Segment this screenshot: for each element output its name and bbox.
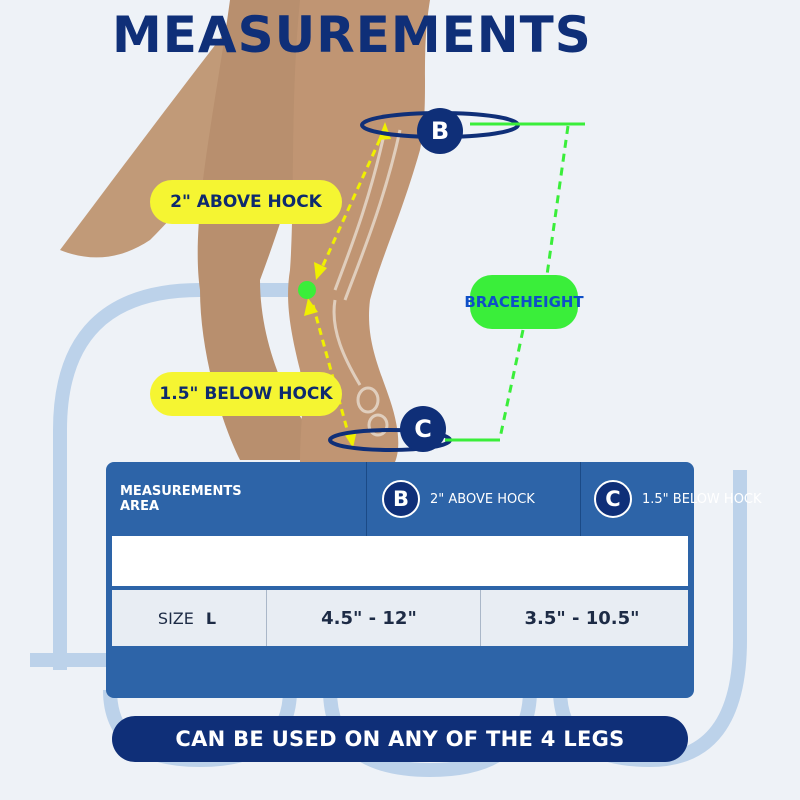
above-hock-label: 2" ABOVE HOCK — [150, 180, 342, 224]
header-area-line1: MEASUREMENTS — [120, 484, 242, 499]
c-range-cell: 3.5" - 10.5" — [524, 607, 640, 629]
header-c-text: 1.5" BELOW HOCK — [642, 491, 762, 507]
brace-height-bracket — [445, 122, 585, 442]
measurements-table: MEASUREMENTS AREA B 2" ABOVE HOCK C 1.5"… — [106, 462, 762, 698]
table-row-blank — [112, 536, 688, 586]
size-value: L — [205, 608, 217, 628]
page-title: MEASUREMENTS — [112, 6, 592, 64]
size-label: SIZE — [157, 608, 194, 628]
hock-point — [298, 281, 316, 299]
header-c-badge: C — [594, 480, 632, 518]
footer-banner: CAN BE USED ON ANY OF THE 4 LEGS — [112, 716, 688, 762]
table-row: SIZE L 4.5" - 12" 3.5" - 10.5" — [112, 590, 688, 646]
table-header: MEASUREMENTS AREA B 2" ABOVE HOCK C 1.5"… — [106, 462, 762, 536]
row-divider — [480, 590, 481, 646]
below-hock-label: 1.5" BELOW HOCK — [150, 372, 342, 416]
b-range-cell: 4.5" - 12" — [321, 607, 417, 629]
size-cell: SIZE L — [112, 590, 262, 646]
badge-c: C — [400, 406, 446, 452]
brace-height-label: BRACE HEIGHT — [464, 275, 584, 329]
badge-b: B — [417, 108, 463, 154]
brace-height-line1: BRACE — [464, 292, 521, 311]
bone-overlay — [332, 129, 402, 437]
row-divider — [266, 590, 267, 646]
hock-measure-arrow — [311, 127, 387, 441]
header-b-badge: B — [382, 480, 420, 518]
header-divider — [366, 462, 367, 536]
brace-height-line2: HEIGHT — [520, 292, 584, 311]
header-divider — [580, 462, 581, 536]
header-area-line2: AREA — [120, 499, 160, 514]
header-b-text: 2" ABOVE HOCK — [430, 491, 535, 507]
header-b: B 2" ABOVE HOCK — [382, 462, 572, 536]
header-c: C 1.5" BELOW HOCK — [594, 462, 774, 536]
header-measurements-area: MEASUREMENTS AREA — [120, 462, 260, 536]
